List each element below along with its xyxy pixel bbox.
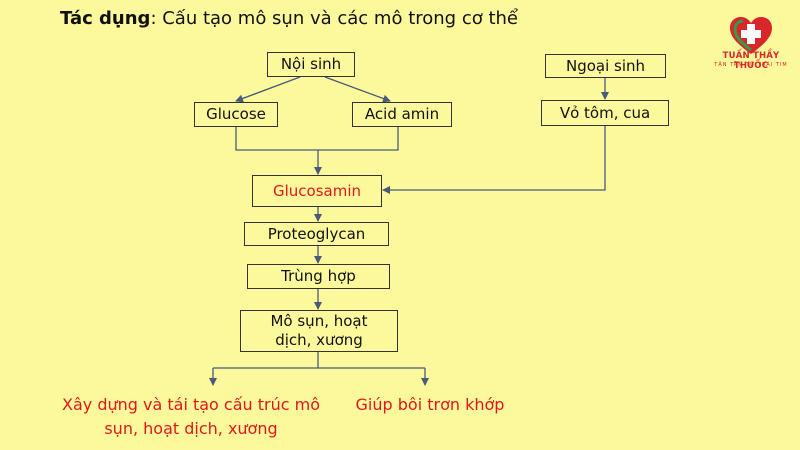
node-noi-sinh: Nội sinh — [267, 52, 355, 77]
logo-tagline: TẬN TÂM TỪ TRÁI TIM — [714, 62, 788, 68]
heart-cross-icon — [730, 17, 772, 54]
title-rest: : Cấu tạo mô sụn và các mô trong cơ thể — [150, 8, 518, 29]
arrow-votom-glucosamin — [382, 126, 606, 194]
node-ngoai-sinh: Ngoại sinh — [545, 54, 666, 78]
result-right: Giúp bôi trơn khớp — [355, 395, 505, 414]
merge-bracket — [235, 127, 399, 151]
node-vo-tom-cua: Vỏ tôm, cua — [541, 100, 669, 126]
arrow-noisinh-acidamin — [324, 76, 391, 103]
page-title: Tác dụng: Cấu tạo mô sụn và các mô trong… — [60, 8, 518, 29]
arrow-noisinh-glucose — [235, 76, 301, 103]
node-mo-sun: Mô sụn, hoạt dịch, xương — [240, 310, 398, 352]
result-left: Xây dựng và tái tạo cấu trúc mô sụn, hoạ… — [62, 395, 320, 438]
logo-name: TUẤN THẦY THUỐC — [722, 51, 780, 71]
node-acid-amin: Acid amin — [352, 102, 452, 127]
title-bold: Tác dụng — [60, 8, 151, 29]
node-proteoglycan: Proteoglycan — [244, 222, 389, 246]
node-glucosamin: Glucosamin — [252, 175, 382, 207]
node-trung-hop: Trùng hợp — [247, 264, 390, 289]
node-glucose: Glucose — [194, 102, 278, 127]
